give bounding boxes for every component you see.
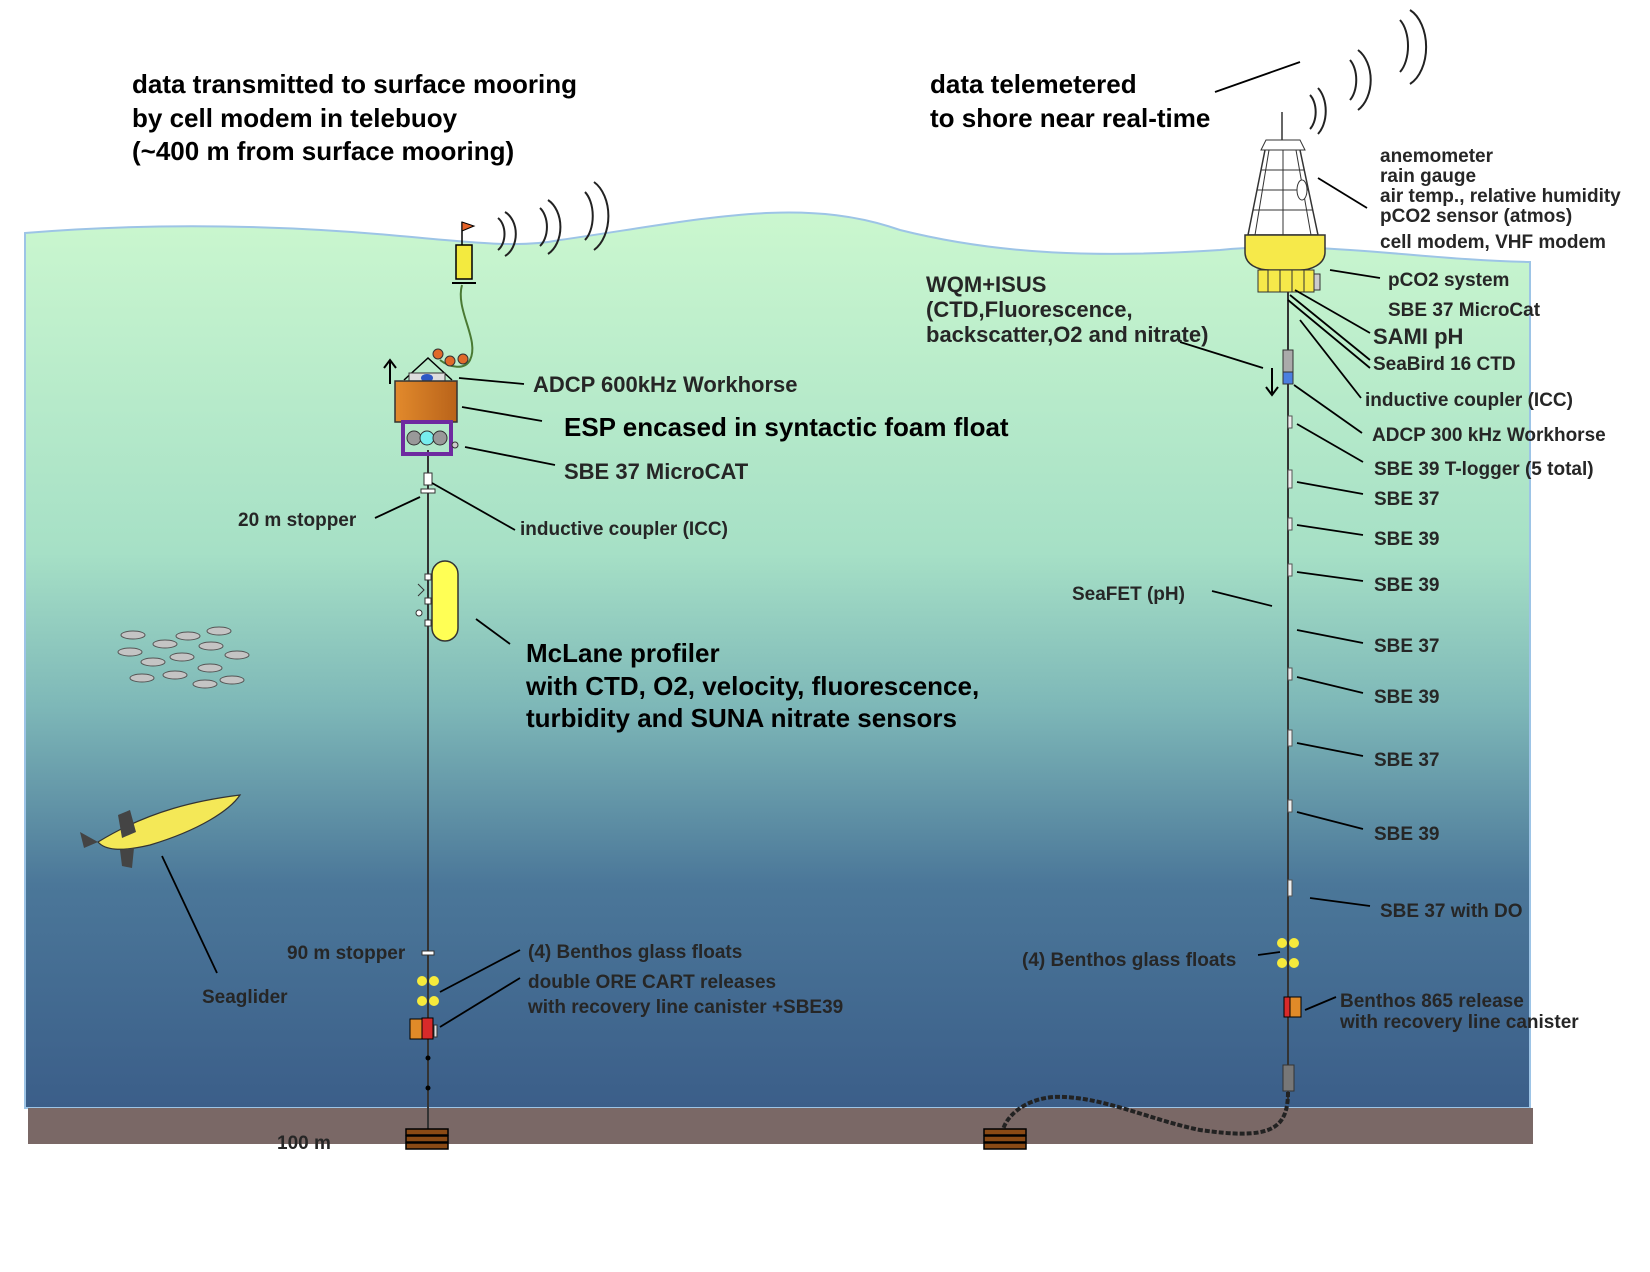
seaglider (80, 794, 242, 868)
label-profiler-line3: turbidity and SUNA nitrate sensors (526, 703, 957, 733)
label-icc-right: inductive coupler (ICC) (1365, 390, 1573, 411)
labels: data transmitted to surface mooring by c… (132, 69, 1621, 1154)
glass-floats (1277, 938, 1299, 968)
title-left-line1: data transmitted to surface mooring (132, 69, 577, 99)
label-wqm-line1: WQM+ISUS (926, 272, 1046, 297)
ocean (24, 211, 1531, 1109)
label-profiler-line2: with CTD, O2, velocity, fluorescence, (525, 671, 979, 701)
left-mooring (374, 181, 610, 1150)
label-floats-right: (4) Benthos glass floats (1022, 950, 1236, 971)
label-microcat-left: SBE 37 MicroCAT (564, 459, 749, 484)
label-floats-left: (4) Benthos glass floats (528, 942, 742, 963)
label-instrument-4: SBE 37 (1374, 636, 1439, 657)
title-right-line1: data telemetered (930, 69, 1137, 99)
right-mooring (983, 9, 1428, 1150)
surface-buoy (1244, 112, 1326, 293)
label-ctd16: SeaBird 16 CTD (1373, 354, 1516, 375)
esp-float (394, 356, 459, 456)
label-tlogger: SBE 39 T-logger (5 total) (1374, 459, 1594, 480)
label-microcat-right: SBE 37 MicroCat (1388, 300, 1541, 321)
wireless-signal-icon (497, 181, 610, 257)
label-adcp-600: ADCP 600kHz Workhorse (533, 372, 798, 397)
label-pco2-system: pCO2 system (1388, 270, 1509, 291)
anchor-weight (983, 1128, 1027, 1150)
chain-weight (1282, 1064, 1295, 1092)
mclane-profiler (415, 560, 459, 642)
title-left-line2: by cell modem in telebuoy (132, 103, 458, 133)
label-wqm-line3: backscatter,O2 and nitrate) (926, 322, 1208, 347)
label-stopper-90: 90 m stopper (287, 943, 406, 964)
seaglider-leader (161, 855, 218, 974)
label-buoy-sensor-1: anemometer (1380, 146, 1494, 167)
label-instrument-1: SBE 37 (1374, 489, 1439, 510)
title-left-line3: (~400 m from surface mooring) (132, 136, 514, 166)
telebuoy (432, 221, 476, 368)
label-instrument-3: SBE 39 (1374, 575, 1439, 596)
label-profiler-line1: McLane profiler (526, 638, 720, 668)
label-seaglider: Seaglider (202, 987, 288, 1008)
label-icc-left: inductive coupler (ICC) (520, 519, 728, 540)
label-seafet: SeaFET (pH) (1072, 584, 1185, 605)
telemetry-leader (1214, 61, 1301, 93)
label-release-line2: with recovery line canister (1339, 1012, 1579, 1033)
label-buoy-sensor-5: cell modem, VHF modem (1380, 232, 1606, 253)
label-adcp-300: ADCP 300 kHz Workhorse (1372, 425, 1606, 446)
glass-floats (417, 976, 439, 1006)
label-buoy-sensor-3: air temp., relative humidity (1380, 186, 1621, 207)
benthos-release (1283, 996, 1302, 1018)
line-instruments (1287, 415, 1293, 897)
label-wqm-line2: (CTD,Fluorescence, (926, 297, 1133, 322)
label-buoy-sensor-4: pCO2 sensor (atmos) (1380, 206, 1572, 227)
anchor-chain (1001, 1091, 1290, 1136)
seafloor (28, 1108, 1533, 1144)
title-right-line2: to shore near real-time (930, 103, 1210, 133)
label-releases-line1: double ORE CART releases (528, 972, 776, 993)
label-instrument-8: SBE 37 with DO (1380, 901, 1523, 922)
stopper-20m (420, 488, 436, 494)
anchor-weight (405, 1128, 449, 1150)
label-instrument-6: SBE 37 (1374, 750, 1439, 771)
inductive-coupler (423, 472, 433, 486)
ore-cart-releases (409, 1017, 438, 1040)
up-arrow-icon (383, 358, 397, 384)
label-depth-100: 100 m (277, 1133, 331, 1154)
label-instrument-2: SBE 39 (1374, 529, 1439, 550)
label-buoy-sensor-2: rain gauge (1380, 166, 1476, 187)
label-esp: ESP encased in syntactic foam float (564, 412, 1009, 442)
stopper-90m (421, 950, 435, 956)
label-releases-line2: with recovery line canister +SBE39 (527, 997, 843, 1018)
label-sami: SAMI pH (1373, 324, 1463, 349)
label-instrument-5: SBE 39 (1374, 687, 1439, 708)
label-release-line1: Benthos 865 release (1340, 991, 1524, 1012)
label-instrument-7: SBE 39 (1374, 824, 1439, 845)
wireless-signal-icon (1309, 9, 1428, 135)
label-stopper-20: 20 m stopper (238, 510, 357, 531)
wqm-isus (1282, 349, 1294, 385)
down-arrow-icon (1265, 368, 1279, 397)
fish-school (117, 626, 250, 689)
